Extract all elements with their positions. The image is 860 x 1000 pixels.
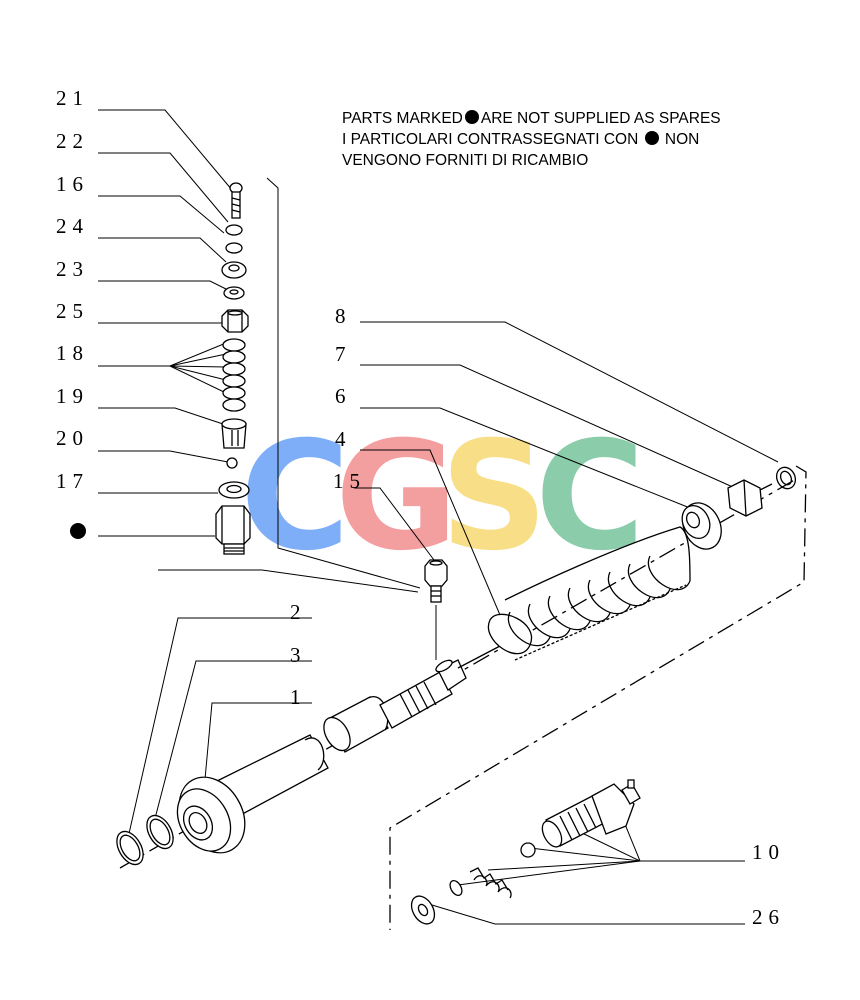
washer-26 [410, 895, 436, 925]
washer-16 [225, 242, 243, 254]
shaft-body-1 [176, 734, 329, 854]
callout-21: 21 [56, 86, 89, 110]
callout-7: 7 [335, 342, 352, 366]
callout-22: 22 [56, 129, 89, 153]
callout-18: 18 [56, 341, 89, 365]
callout-8: 8 [335, 304, 352, 328]
callout-16: 16 [56, 172, 89, 196]
ball-20 [226, 457, 238, 469]
seal-17 [218, 481, 250, 499]
washer-23 [223, 286, 245, 300]
callout-20: 20 [56, 426, 89, 450]
watermark-letter-g: G [335, 410, 458, 584]
callout-6: 6 [335, 384, 352, 408]
not-supplied-marker-dot [464, 110, 479, 124]
callout-19: 19 [56, 384, 89, 408]
clip-8 [775, 466, 797, 490]
cgsc-watermark: C G S C [240, 410, 645, 584]
notice-line-italian-2: VENGONO FORNITI DI RICAMBIO [342, 152, 589, 169]
callout-3: 3 [290, 643, 307, 667]
shim-stack-18 [222, 338, 246, 412]
shaft-middle [323, 645, 501, 753]
callout-24: 24 [56, 214, 89, 238]
sleeve-19 [221, 418, 247, 449]
callout-15: 15 [333, 469, 366, 493]
callout-4: 4 [335, 427, 352, 451]
valve-body-not-supplied [215, 505, 251, 555]
spring-4 [487, 526, 691, 661]
watermark-letter-c1: C [240, 410, 350, 584]
leader-lines [98, 109, 779, 925]
spring-seat-6 [681, 502, 722, 550]
callout-10: 10 [752, 840, 785, 864]
callout-1: 1 [290, 685, 307, 709]
washer-22 [225, 224, 243, 236]
screw-21 [229, 182, 243, 219]
not-supplied-bullet [70, 523, 86, 539]
relief-valve-10 [449, 779, 641, 899]
callout-23: 23 [56, 257, 89, 281]
callout-17: 17 [56, 469, 89, 493]
watermark-letter-s: S [440, 410, 548, 584]
valve-small-parts [215, 182, 251, 555]
callout-25: 25 [56, 299, 89, 323]
nut-25 [221, 309, 249, 333]
not-supplied-marker-dot [644, 131, 659, 145]
screw-15 [424, 559, 448, 603]
callout-26: 26 [752, 905, 785, 929]
callout-2: 2 [290, 600, 307, 624]
main-shaft-assembly [116, 645, 501, 866]
washer-24 [221, 261, 247, 279]
notice-line-italian: I PARTICOLARI CONTRASSEGNATI CON NON [342, 131, 700, 148]
nut-7 [727, 479, 773, 517]
watermark-letter-c2: C [535, 410, 645, 584]
